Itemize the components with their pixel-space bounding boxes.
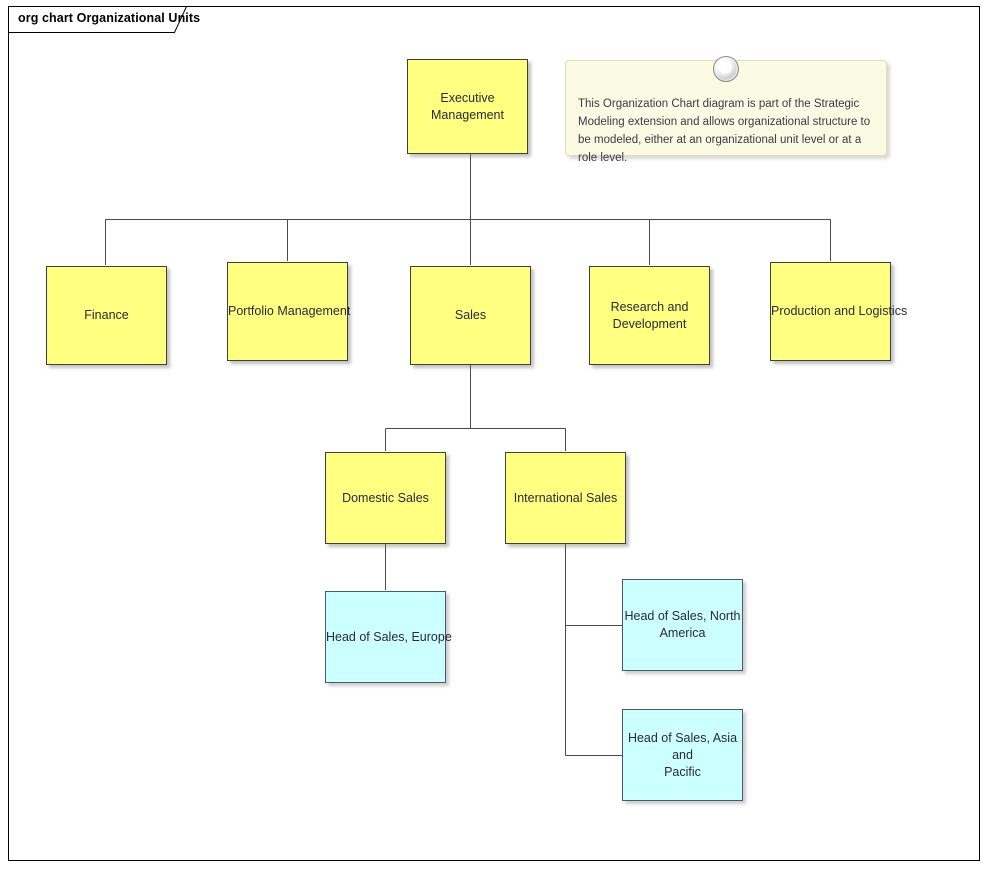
diagram-title-label: org chart Organizational Units (18, 11, 201, 25)
node-label-international-sales: International Sales (513, 490, 618, 505)
node-head-of-sales-asia-and-pacific[interactable]: Head of Sales, Asia and Pacific (622, 709, 743, 801)
node-label-head-of-sales-europe: Head of Sales, Europe (326, 629, 452, 644)
node-portfolio-management[interactable]: Portfolio Management (227, 262, 351, 361)
node-label-research-and-development: Research and Development (610, 299, 689, 331)
node-sales[interactable]: Sales (410, 266, 531, 365)
diagram-title-tab[interactable]: org chart Organizational Units (8, 6, 200, 33)
node-research-and-development[interactable]: Research and Development (589, 266, 710, 365)
node-label-executive-management: Executive Management (431, 90, 504, 122)
node-label-head-of-sales-asia-and-pacific: Head of Sales, Asia and Pacific (627, 730, 738, 779)
node-domestic-sales[interactable]: Domestic Sales (325, 452, 446, 544)
node-executive-management[interactable]: Executive Management (407, 59, 528, 154)
node-finance[interactable]: Finance (46, 266, 167, 365)
node-label-head-of-sales-north-america: Head of Sales, North America (624, 609, 741, 640)
node-head-of-sales-europe[interactable]: Head of Sales, Europe (325, 591, 452, 683)
node-label-portfolio-management: Portfolio Management (228, 304, 351, 318)
node-label-finance: Finance (84, 308, 129, 322)
diagram-note-text: This Organization Chart diagram is part … (578, 98, 871, 164)
node-head-of-sales-north-america[interactable]: Head of Sales, North America (622, 579, 743, 671)
node-label-production-and-logistics: Production and Logistics (771, 304, 908, 318)
node-international-sales[interactable]: International Sales (505, 452, 626, 544)
node-label-sales: Sales (454, 308, 487, 322)
note-anchor-circle-icon (713, 56, 739, 82)
node-production-and-logistics[interactable]: Production and Logistics (770, 262, 908, 361)
node-label-domestic-sales: Domestic Sales (342, 490, 429, 505)
title-tab-shape (8, 6, 188, 33)
